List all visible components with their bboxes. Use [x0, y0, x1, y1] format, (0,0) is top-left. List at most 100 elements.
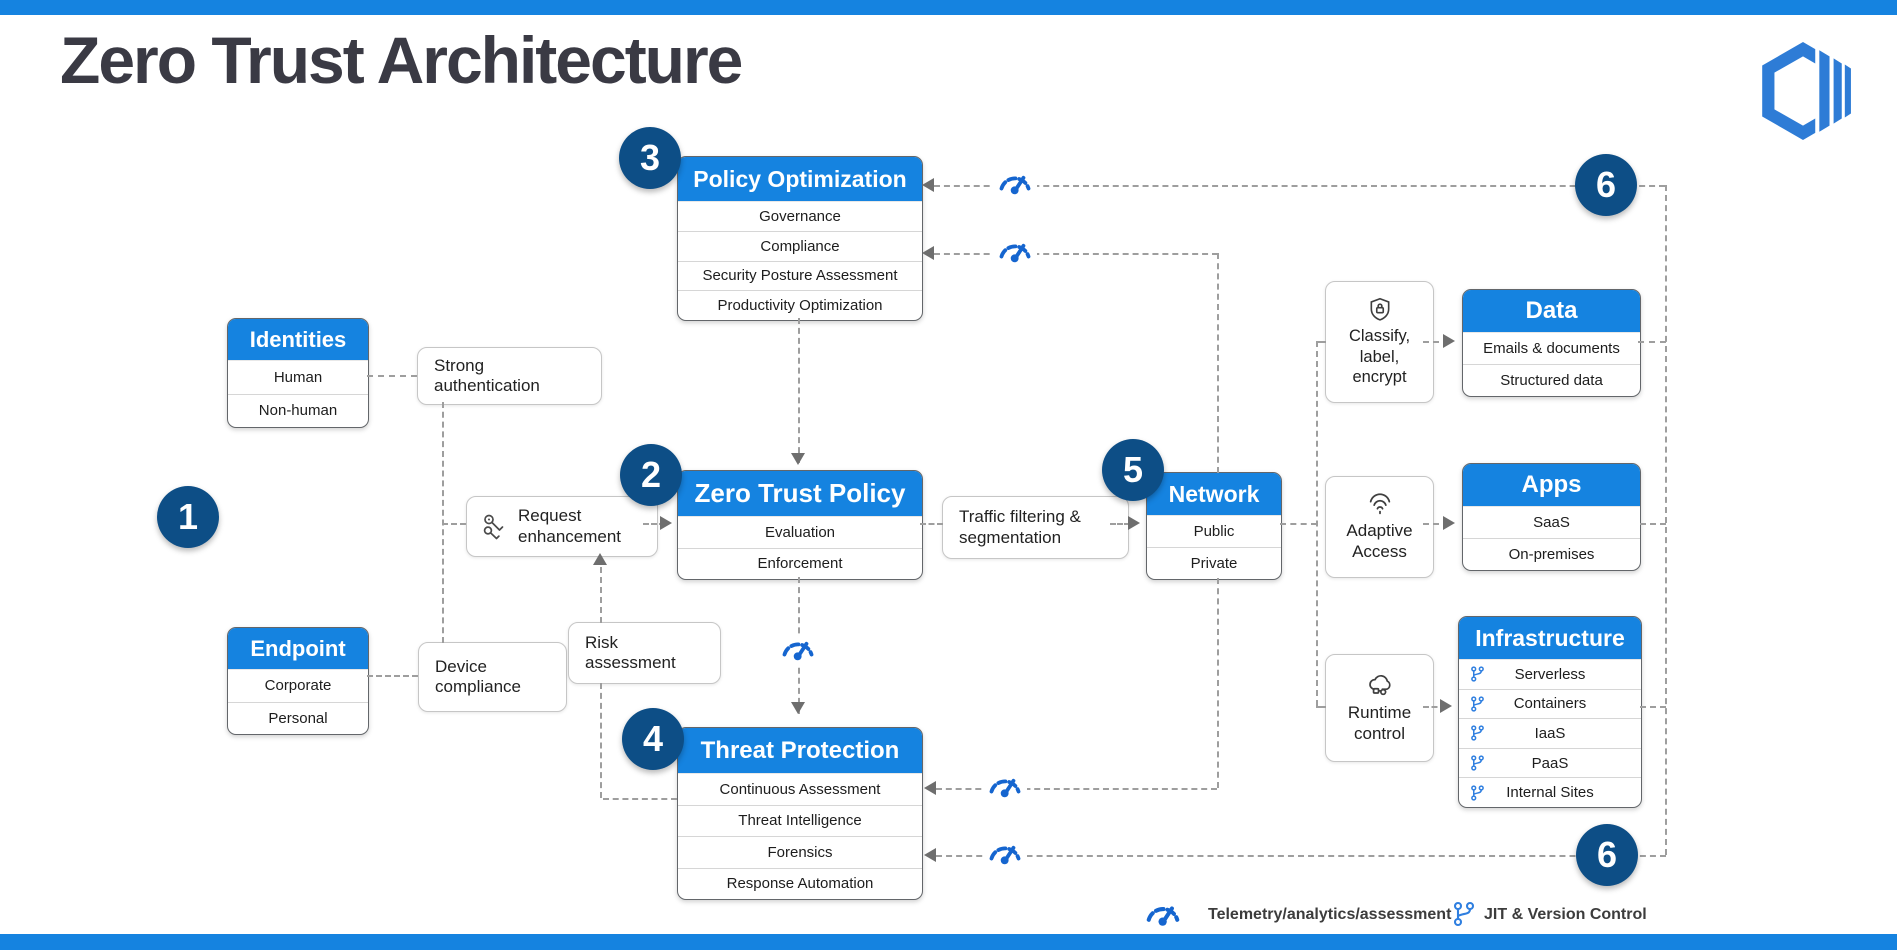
apps-box: Apps SaaS On-premises [1462, 463, 1641, 571]
arrowhead-left-icon [924, 848, 936, 862]
connector-network-rightspine [1280, 523, 1317, 525]
fingerprint-icon [1366, 492, 1394, 516]
connector-adaptive-apps [1423, 523, 1449, 525]
endpoint-row-personal: Personal [228, 701, 368, 735]
page-title: Zero Trust Architecture [60, 23, 743, 97]
company-logo [1752, 40, 1854, 147]
endpoint-header: Endpoint [228, 628, 368, 669]
apps-row-saas: SaaS [1463, 506, 1640, 538]
telemetry-gauge-icon [993, 168, 1037, 200]
connector-network-up-spine [1217, 253, 1219, 473]
threat-protection-header: Threat Protection [678, 728, 922, 773]
branch-icon [1470, 725, 1485, 742]
zero-trust-policy-box: Zero Trust Policy Evaluation Enforcement [677, 470, 923, 580]
policy-row-compliance: Compliance [678, 230, 922, 261]
ztp-row-enforcement: Enforcement [678, 547, 922, 580]
telemetry-gauge-icon [776, 634, 820, 666]
connector-spine-requestenhancement [442, 523, 466, 525]
step-badge-5: 5 [1102, 439, 1164, 501]
connector-policyopt-ztp [798, 318, 800, 463]
traffic-filtering-box: Traffic filtering & segmentation [942, 496, 1129, 559]
telemetry-gauge-icon [983, 838, 1027, 870]
keys-icon [480, 512, 510, 542]
branch-icon [1470, 784, 1485, 801]
telemetry-gauge-icon [983, 771, 1027, 803]
infra-row-iaas: IaaS [1459, 718, 1641, 748]
data-row-emails: Emails & documents [1463, 332, 1640, 364]
step-badge-2: 2 [620, 444, 682, 506]
connector-telemetry-top-loop [934, 185, 1665, 187]
classify-label-encrypt-box: Classify, label, encrypt [1325, 281, 1434, 403]
connector-telemetry-bottom-loop [936, 855, 1666, 857]
connector-trafficfiltering-network [1110, 523, 1130, 525]
step-badge-1: 1 [157, 486, 219, 548]
endpoint-box: Endpoint Corporate Personal [227, 627, 369, 735]
apps-header: Apps [1463, 464, 1640, 506]
adaptive-access-label: Adaptive Access [1346, 520, 1413, 561]
arrowhead-right-icon [1443, 516, 1455, 530]
connector-apps-rightspine [1640, 523, 1666, 525]
connector-risk-up [600, 557, 602, 623]
risk-assessment-label: Risk assessment [585, 632, 676, 672]
request-enhancement-label: Request enhancement [518, 506, 622, 546]
connector-requestenhancement-ztp [643, 523, 665, 525]
connector-network-threatprotection [936, 788, 1217, 790]
legend-jit-branch-icon [1448, 899, 1480, 929]
identities-box: Identities Human Non-human [227, 318, 369, 428]
identities-header: Identities [228, 319, 368, 360]
connector-middle-right-spine [1316, 341, 1318, 706]
request-enhancement-box: Request enhancement [466, 496, 658, 557]
connector-network-policyopt [934, 253, 1218, 255]
legend-telemetry-gauge-icon [1140, 898, 1186, 932]
runtime-control-label: Runtime control [1347, 702, 1412, 743]
identities-row-nonhuman: Non-human [228, 393, 368, 428]
connector-left-spine [442, 402, 444, 643]
traffic-filtering-label: Traffic filtering & segmentation [959, 507, 1081, 547]
step-badge-6-bottom: 6 [1576, 824, 1638, 886]
policy-row-governance: Governance [678, 201, 922, 231]
step-badge-6-top: 6 [1575, 154, 1637, 216]
network-row-public: Public [1147, 515, 1281, 547]
network-row-private: Private [1147, 547, 1281, 579]
network-header: Network [1147, 473, 1281, 515]
arrowhead-right-icon [1128, 516, 1140, 530]
strong-authentication-label: Strong authentication [434, 355, 540, 395]
legend-jit-label: JIT & Version Control [1484, 906, 1647, 923]
infra-row-internal-sites: Internal Sites [1459, 777, 1641, 807]
policy-row-productivity: Productivity Optimization [678, 290, 922, 320]
cloud-gear-icon [1365, 672, 1395, 698]
connector-threatprotection-risk [603, 798, 677, 800]
tp-row-threat-intelligence: Threat Intelligence [678, 804, 922, 837]
ztp-row-evaluation: Evaluation [678, 516, 922, 548]
arrowhead-down-icon [791, 453, 805, 465]
legend-telemetry-label: Telemetry/analytics/assessment [1208, 906, 1452, 923]
step-badge-4: 4 [622, 708, 684, 770]
data-header: Data [1463, 290, 1640, 332]
device-compliance-label: Device compliance [435, 656, 521, 696]
connector-ztp-trafficfiltering [920, 523, 943, 525]
hexagon-logo-icon [1762, 42, 1851, 140]
connector-spine-classify [1316, 341, 1326, 343]
tp-row-forensics: Forensics [678, 836, 922, 868]
connector-network-down-spine [1217, 578, 1219, 788]
arrowhead-left-icon [924, 781, 936, 795]
connector-runtime-infrastructure [1423, 706, 1446, 708]
tp-row-continuous-assessment: Continuous Assessment [678, 773, 922, 805]
infrastructure-header: Infrastructure [1459, 617, 1641, 659]
connector-data-rightspine [1638, 341, 1666, 343]
branch-icon [1470, 695, 1485, 712]
tp-row-response-automation: Response Automation [678, 867, 922, 900]
classify-label-encrypt-label: Classify, label, encrypt [1348, 327, 1411, 387]
connector-spine-runtime [1316, 706, 1326, 708]
connector-endpoint-devicecompliance [367, 675, 418, 677]
infra-row-paas: PaaS [1459, 747, 1641, 778]
shield-lock-icon [1367, 296, 1393, 322]
connector-infrastructure-rightspine [1640, 706, 1666, 708]
runtime-control-box: Runtime control [1325, 654, 1434, 762]
policy-optimization-header: Policy Optimization [678, 157, 922, 201]
bottom-accent-bar [0, 934, 1897, 950]
strong-authentication-box: Strong authentication [417, 347, 602, 405]
arrowhead-left-icon [922, 178, 934, 192]
data-box: Data Emails & documents Structured data [1462, 289, 1641, 397]
policy-row-security-posture: Security Posture Assessment [678, 260, 922, 291]
